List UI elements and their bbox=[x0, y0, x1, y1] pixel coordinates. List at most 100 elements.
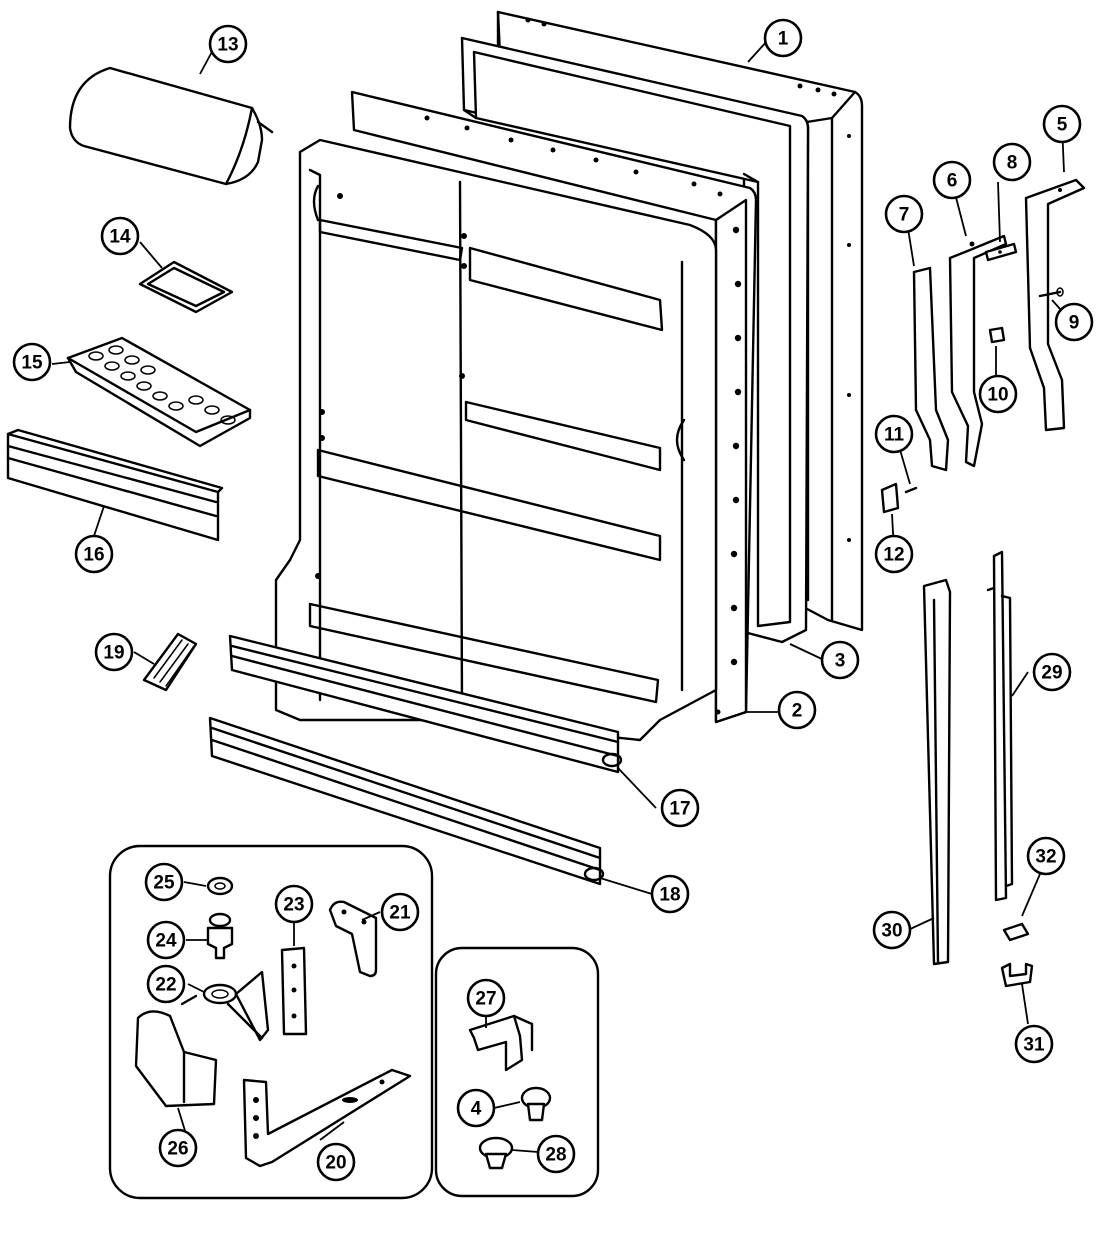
callout-circle bbox=[763, 18, 803, 58]
callout-11: 11 bbox=[874, 414, 914, 454]
callout-circle bbox=[1014, 1024, 1054, 1064]
callout-16: 16 bbox=[74, 534, 114, 574]
part-25-washer bbox=[206, 876, 234, 896]
callout-30: 30 bbox=[872, 910, 912, 950]
callout-circle bbox=[932, 160, 972, 200]
part-4-plug-button bbox=[520, 1086, 552, 1122]
callout-circle bbox=[884, 194, 924, 234]
callout-circle bbox=[100, 216, 140, 256]
part-14-butter-tray bbox=[138, 260, 234, 314]
callout-number: 4 bbox=[471, 1099, 482, 1120]
callout-25: 25 bbox=[144, 862, 184, 902]
callout-12: 12 bbox=[874, 534, 914, 574]
callout-circle bbox=[144, 862, 184, 902]
callout-circle bbox=[94, 632, 134, 672]
callout-number: 21 bbox=[389, 903, 411, 924]
callout-circle bbox=[208, 24, 248, 64]
callout-number: 16 bbox=[83, 545, 104, 566]
callout-number: 30 bbox=[881, 921, 902, 942]
callout-circle bbox=[1054, 302, 1094, 342]
callout-number: 5 bbox=[1057, 115, 1068, 136]
callout-circle bbox=[820, 640, 860, 680]
callout-circle bbox=[978, 374, 1018, 414]
part-2-inner-door-liner bbox=[274, 90, 758, 742]
callout-number: 17 bbox=[669, 799, 690, 820]
callout-circle bbox=[874, 534, 914, 574]
part-7-handle-strip bbox=[912, 266, 950, 472]
callout-29: 29 bbox=[1032, 652, 1072, 692]
callout-31: 31 bbox=[1014, 1024, 1054, 1064]
callout-number: 14 bbox=[109, 227, 131, 248]
callout-number: 9 bbox=[1069, 313, 1080, 334]
callout-number: 13 bbox=[217, 35, 238, 56]
part-27-bracket bbox=[468, 1014, 534, 1072]
callout-circle bbox=[992, 142, 1032, 182]
callout-circle bbox=[466, 978, 506, 1018]
callout-number: 25 bbox=[153, 873, 175, 894]
callout-number: 28 bbox=[545, 1145, 566, 1166]
callout-number: 27 bbox=[475, 989, 496, 1010]
callout-2: 2 bbox=[777, 690, 817, 730]
callout-number: 8 bbox=[1007, 153, 1018, 174]
callout-26: 26 bbox=[158, 1128, 198, 1168]
callout-number: 1 bbox=[778, 29, 789, 50]
plug-kit-box bbox=[434, 946, 600, 1198]
part-28-plug-button bbox=[478, 1136, 514, 1170]
callout-circle bbox=[872, 910, 912, 950]
callout-8: 8 bbox=[992, 142, 1032, 182]
callout-circle bbox=[274, 884, 314, 924]
callout-1: 1 bbox=[763, 18, 803, 58]
callout-number: 20 bbox=[325, 1153, 346, 1174]
callout-circle bbox=[1042, 104, 1082, 144]
part-10-nut bbox=[988, 326, 1006, 344]
callout-number: 24 bbox=[155, 931, 177, 952]
part-17-door-shelf-bar bbox=[228, 634, 623, 774]
callout-circle bbox=[146, 920, 186, 960]
callout-14: 14 bbox=[100, 216, 140, 256]
callout-circle bbox=[316, 1142, 356, 1182]
callout-number: 7 bbox=[899, 205, 910, 226]
callout-circle bbox=[1026, 836, 1066, 876]
callout-circle bbox=[1032, 652, 1072, 692]
callout-10: 10 bbox=[978, 374, 1018, 414]
callout-27: 27 bbox=[466, 978, 506, 1018]
part-32-bracket bbox=[1002, 922, 1030, 942]
part-31-bracket bbox=[1000, 962, 1034, 988]
callout-28: 28 bbox=[536, 1134, 576, 1174]
callout-circle bbox=[777, 690, 817, 730]
callout-number: 11 bbox=[884, 425, 905, 446]
callout-17: 17 bbox=[660, 788, 700, 828]
callout-19: 19 bbox=[94, 632, 134, 672]
callout-circle bbox=[158, 1128, 198, 1168]
callout-number: 10 bbox=[987, 385, 1008, 406]
callout-5: 5 bbox=[1042, 104, 1082, 144]
callout-9: 9 bbox=[1054, 302, 1094, 342]
callout-number: 3 bbox=[835, 651, 846, 672]
callout-circle bbox=[660, 788, 700, 828]
callout-23: 23 bbox=[274, 884, 314, 924]
callout-circle bbox=[12, 342, 52, 382]
callout-circle bbox=[456, 1088, 496, 1128]
part-24-hinge-pin bbox=[206, 912, 234, 960]
callout-18: 18 bbox=[650, 874, 690, 914]
part-9-screw bbox=[1038, 287, 1064, 298]
part-20-hinge-arm bbox=[242, 1068, 412, 1168]
part-23-hinge-plate bbox=[280, 946, 308, 1036]
callout-number: 2 bbox=[792, 701, 803, 722]
callout-20: 20 bbox=[316, 1142, 356, 1182]
part-19-shelf-end-cap bbox=[142, 632, 198, 692]
part-11-screw bbox=[904, 486, 918, 494]
callout-number: 29 bbox=[1041, 663, 1062, 684]
part-13-dairy-door bbox=[68, 66, 274, 186]
callout-7: 7 bbox=[884, 194, 924, 234]
callout-markers: 1234567891011121314151617181920212223242… bbox=[12, 18, 1094, 1182]
callout-number: 15 bbox=[21, 353, 43, 374]
callout-number: 19 bbox=[103, 643, 124, 664]
part-12-clip bbox=[880, 482, 900, 514]
callout-3: 3 bbox=[820, 640, 860, 680]
callout-number: 18 bbox=[659, 885, 680, 906]
callout-circle bbox=[380, 892, 420, 932]
callout-4: 4 bbox=[456, 1088, 496, 1128]
